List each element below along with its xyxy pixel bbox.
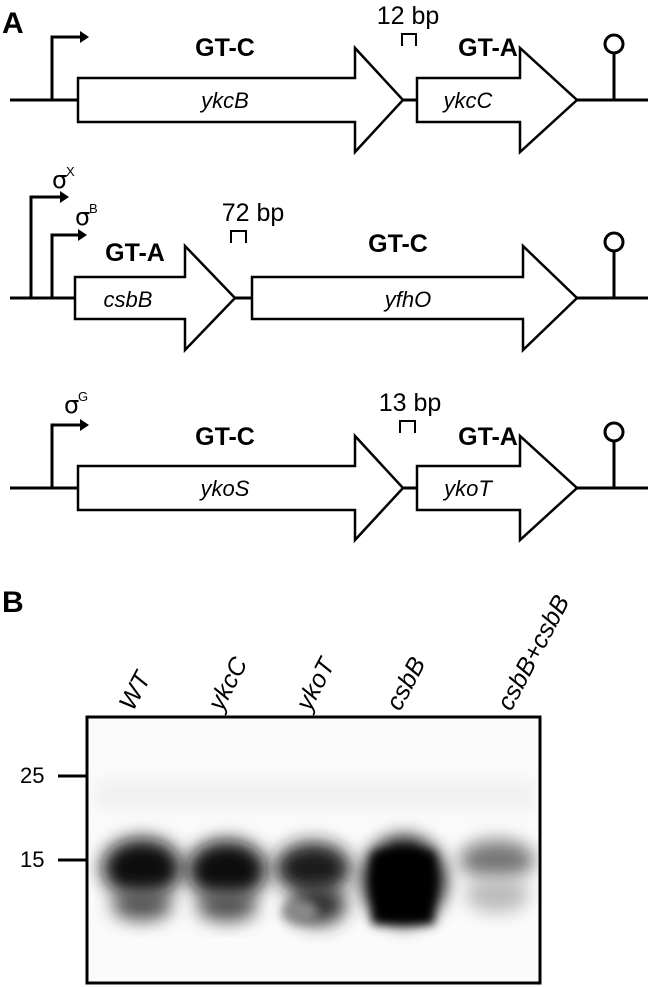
lane-label: WT [114,666,158,715]
promoter-arrow-sigma-b [50,233,78,298]
domain-label: GT-C [195,423,255,451]
promoter-arrowhead [80,31,89,43]
gene-name: ykcC [442,88,493,113]
band-ykcc [187,840,267,922]
promoter-arrow-sigma-x [29,195,60,298]
domain-label: GT-A [458,423,518,451]
terminator-icon [603,421,625,443]
lane-labels: WT ykcC ykoT csbB csbB+csbB [114,591,576,717]
gene-arrow-ykoS [76,432,405,544]
gene-arrow-ykcC [415,45,579,155]
western-blot [85,715,542,985]
marker-label-15: 15 [20,847,44,872]
gap-bracket [399,420,416,433]
gene-arrow-yfhO [250,243,579,353]
domain-label: GT-A [105,239,165,267]
gene-name: csbB [104,287,153,312]
band-csbb [362,836,446,924]
promoter-arrow [50,35,80,100]
operon-row-2: σ X σ B GT-A csbB GT-C yfhO 72 bp [10,164,648,354]
domain-label: GT-A [458,34,518,62]
gene-name: ykoS [199,476,250,501]
band-ykot [275,842,351,925]
lane-label: csbB [381,653,432,715]
gap-bracket [230,230,247,243]
intergenic-gap-label: 72 bp [222,199,285,227]
operon-row-3: σ G GT-C ykoS GT-A ykoT 13 bp [10,389,648,544]
promoter-arrowhead [80,419,89,431]
gene-arrow-csbB [73,242,237,354]
gap-bracket [401,33,417,46]
panel-a-label: A [2,7,24,40]
intergenic-gap-label: 13 bp [379,389,442,417]
intergenic-gap-label: 12 bp [377,2,440,30]
domain-label: GT-C [195,34,255,62]
band-wt [102,838,182,921]
terminator-icon [603,33,625,55]
gene-name: ykoT [442,476,493,501]
panel-b-label: B [2,586,24,619]
gene-name: ykcB [199,88,249,113]
lane-label: ykcC [202,652,254,717]
promoter-arrow-sigma-g [50,423,80,488]
sigma-g-superscript: G [78,389,88,404]
sigma-b-symbol: σ [75,203,90,231]
band-csbb-complemented [459,840,535,913]
sigma-x-superscript: X [66,164,75,179]
lane-label: ykoT [290,652,342,716]
promoter-arrowhead [78,229,87,241]
domain-label: GT-C [368,230,428,258]
gene-arrow-ykcB [76,44,405,156]
gene-arrow-ykoT [415,433,579,543]
marker-label-25: 25 [20,763,44,788]
sigma-g-symbol: σ [64,391,79,419]
operon-row-1: GT-C ykcB GT-A ykcC 12 bp [10,2,648,156]
mw-markers: 25 15 [20,763,88,872]
terminator-icon [603,231,625,253]
sigma-x-symbol: σ [52,166,67,194]
sigma-b-superscript: B [89,201,98,216]
promoter-arrowhead [60,191,69,203]
gene-name: yfhO [383,287,431,312]
lane-label: csbB+csbB [492,591,576,715]
